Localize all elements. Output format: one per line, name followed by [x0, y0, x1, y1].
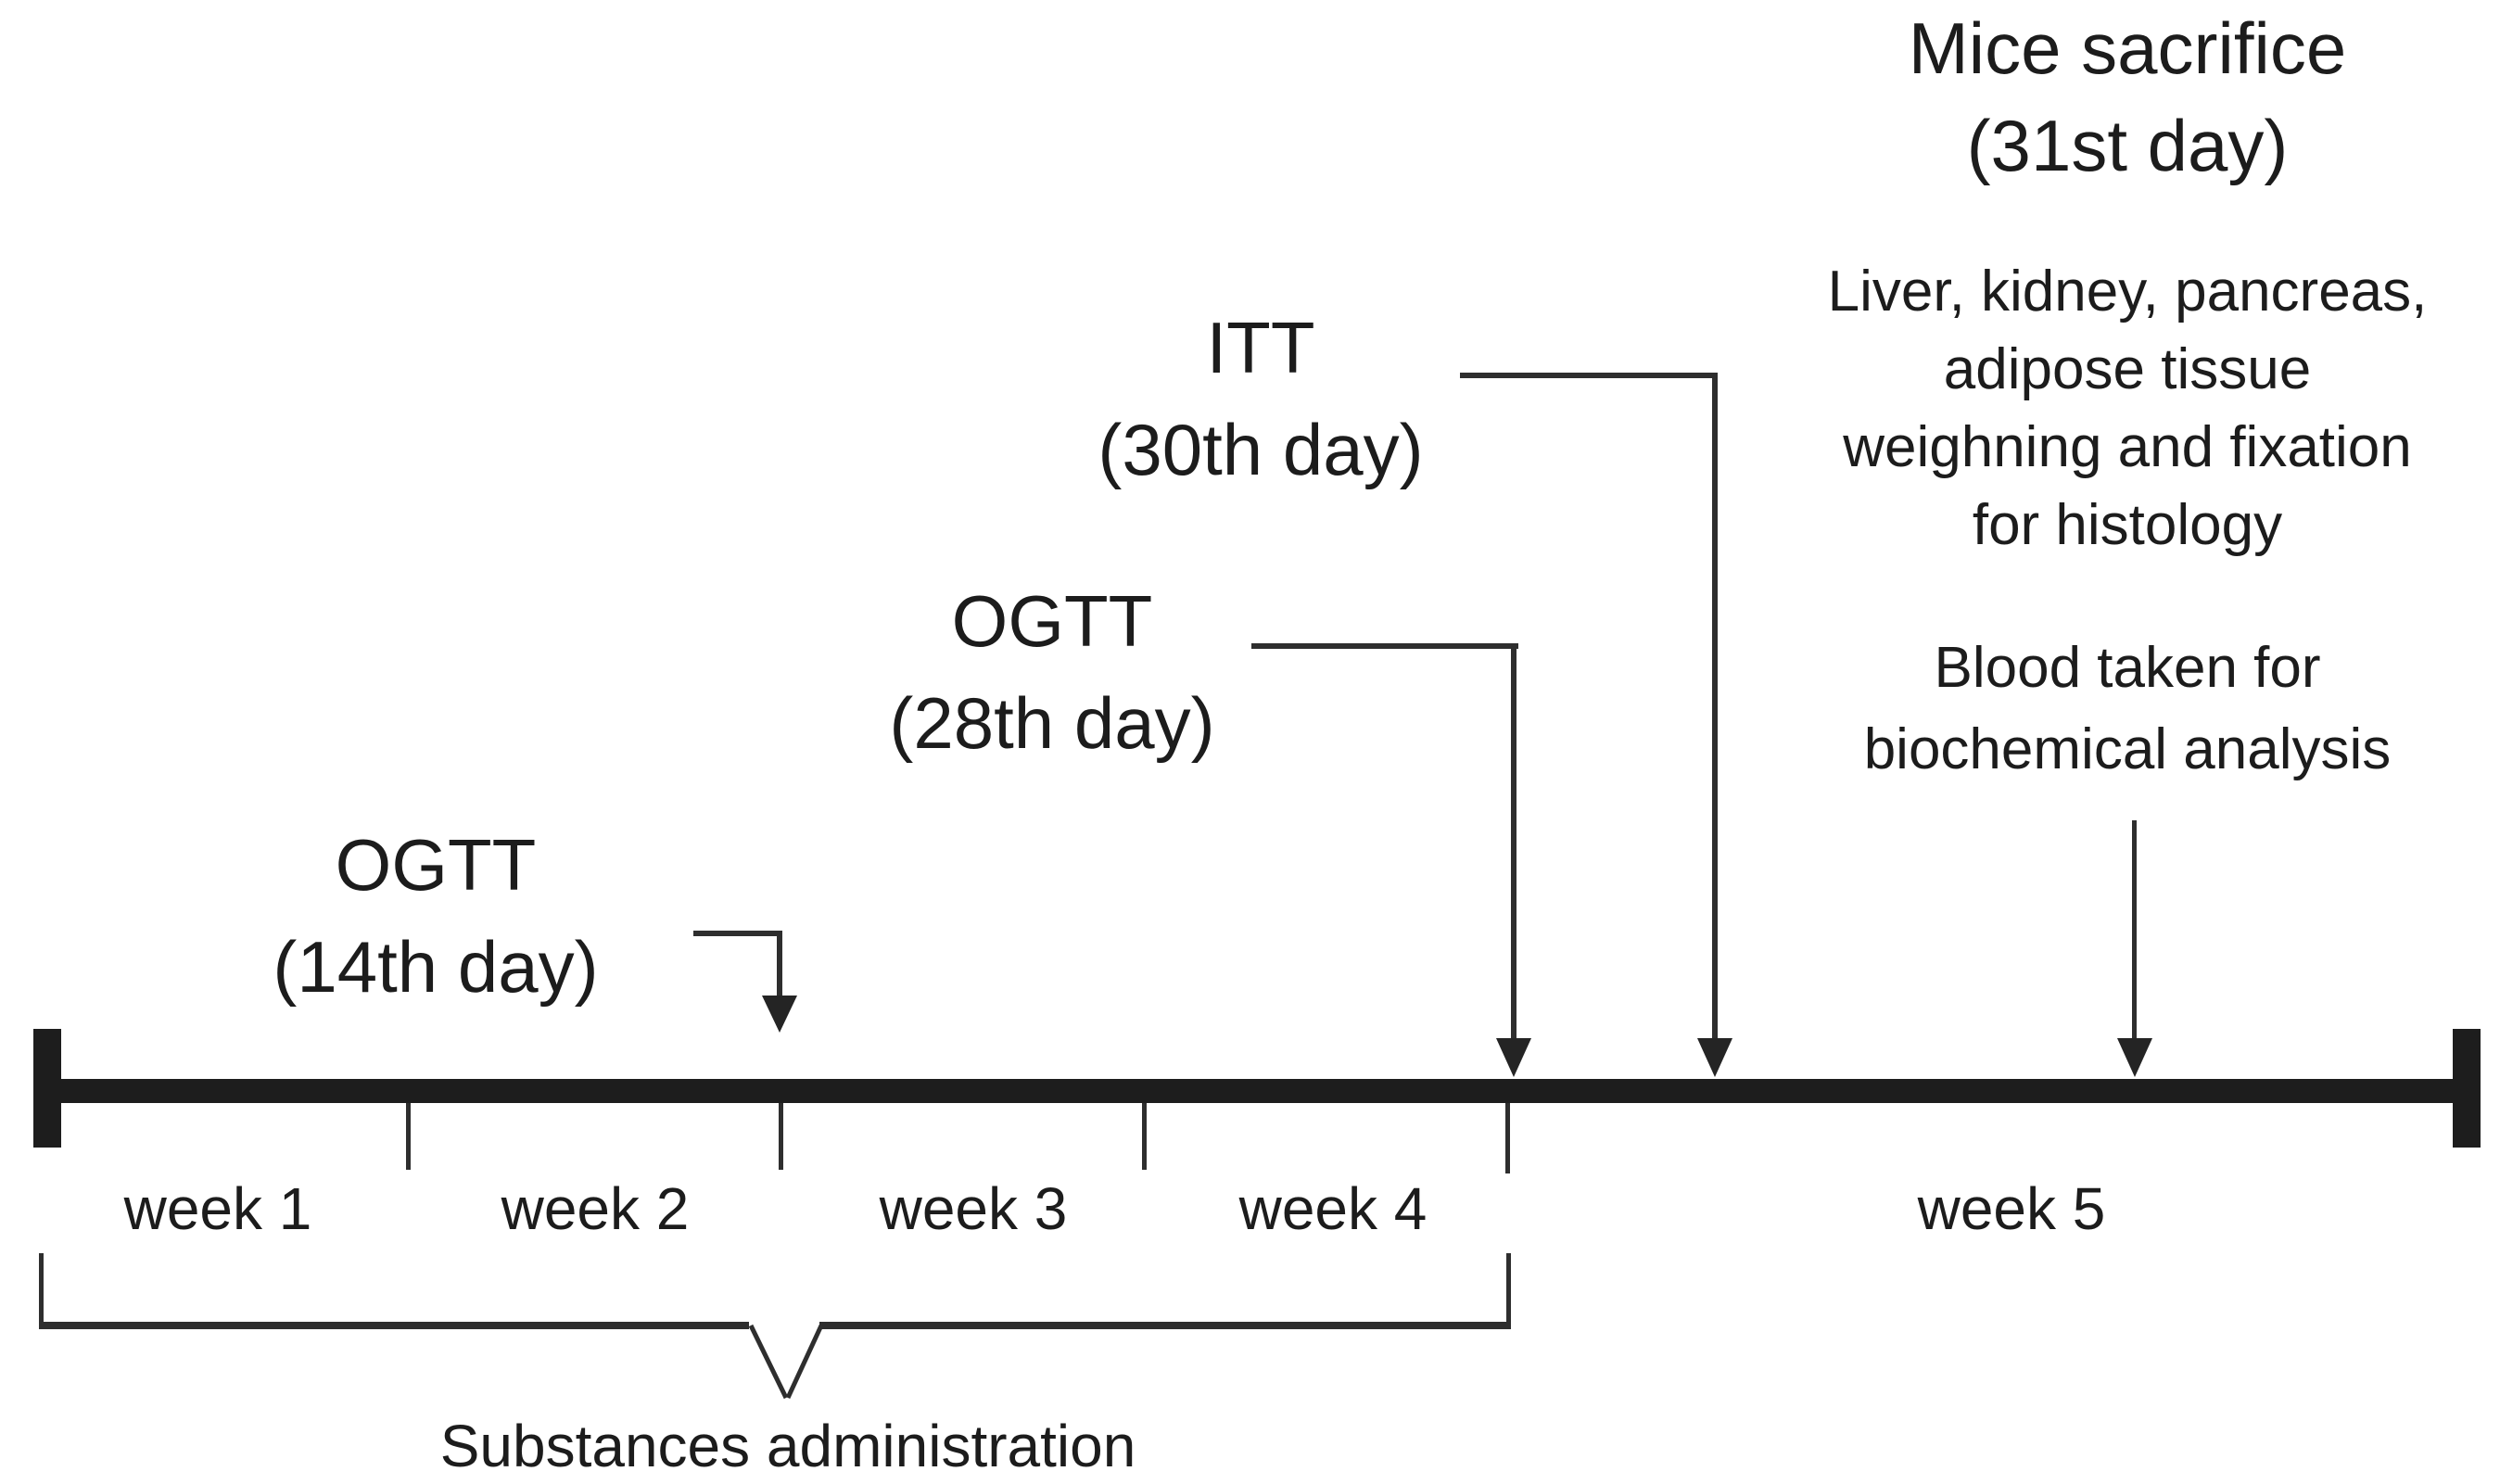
organs-line: Liver, kidney, pancreas, — [1827, 260, 2428, 323]
sacrifice-day: (31st day) — [1966, 105, 2289, 186]
ogtt28-day: (28th day) — [889, 682, 1215, 764]
week-label-2: week 2 — [501, 1175, 690, 1242]
ogtt28-label: OGTT (28th day) — [889, 570, 1214, 774]
organs-line: for histology — [1972, 493, 2283, 557]
ogtt14-title: OGTT — [335, 824, 537, 906]
bracket-horizontal-right-segment — [819, 1322, 1511, 1329]
bracket-center-notch — [748, 1324, 824, 1400]
week-divider-tick — [1505, 1103, 1510, 1173]
organs-line: adipose tissue — [1943, 337, 2312, 401]
itt-day: (30th day) — [1098, 409, 1424, 490]
week-divider-tick — [1142, 1103, 1147, 1170]
organs-text-block: Liver, kidney, pancreas, adipose tissue … — [1828, 253, 2428, 564]
itt-label: ITT (30th day) — [1098, 297, 1423, 501]
blood-line: biochemical analysis — [1863, 717, 2392, 781]
itt-down-arrowhead — [1697, 1038, 1732, 1077]
ogtt14-connector-vertical — [777, 931, 782, 996]
itt-connector-horizontal — [1460, 373, 1718, 378]
blood-line: Blood taken for — [1934, 636, 2321, 700]
bracket-left-vertical — [39, 1253, 44, 1327]
ogtt14-connector-horizontal — [693, 931, 782, 936]
ogtt28-connector-horizontal — [1251, 643, 1518, 649]
week-label-1: week 1 — [123, 1175, 312, 1242]
ogtt28-connector-vertical — [1511, 643, 1516, 1038]
itt-connector-vertical — [1712, 373, 1718, 1038]
blood-arrow-line — [2132, 820, 2137, 1038]
week-divider-tick — [406, 1103, 411, 1170]
bracket-horizontal-left-segment — [39, 1322, 749, 1329]
organs-line: weighning and fixation — [1843, 415, 2412, 479]
week-label-5: week 5 — [1917, 1175, 2106, 1242]
week-label-4: week 4 — [1238, 1175, 1428, 1242]
timeline-bar — [46, 1079, 2468, 1103]
timeline-left-endcap — [33, 1029, 61, 1148]
ogtt14-day: (14th day) — [273, 926, 599, 1008]
ogtt28-down-arrowhead — [1496, 1038, 1531, 1077]
sacrifice-title: Mice sacrifice — [1908, 7, 2347, 89]
sacrifice-heading: Mice sacrifice (31st day) — [1909, 0, 2346, 195]
week-divider-tick — [779, 1103, 783, 1170]
bracket-right-vertical — [1506, 1253, 1511, 1327]
week-label-3: week 3 — [879, 1175, 1068, 1242]
itt-title: ITT — [1206, 307, 1315, 388]
blood-down-arrowhead — [2117, 1038, 2152, 1077]
bracket-label: Substances administration — [439, 1413, 1136, 1479]
ogtt14-label: OGTT (14th day) — [273, 814, 598, 1018]
blood-text-block: Blood taken for biochemical analysis — [1864, 628, 2392, 791]
ogtt28-title: OGTT — [951, 580, 1153, 662]
ogtt14-down-arrowhead — [762, 996, 797, 1033]
timeline-right-endcap — [2453, 1029, 2481, 1148]
